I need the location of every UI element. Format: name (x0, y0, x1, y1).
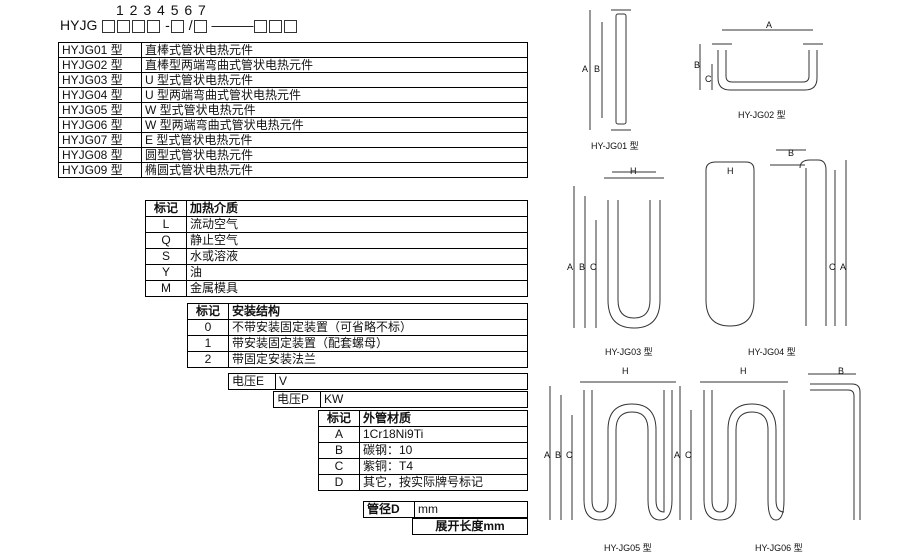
medium-header: 标记加热介质 (145, 200, 528, 217)
type-code: HYJG05 型 (58, 102, 142, 118)
figure-jg01-caption: HY-JG01 型 (591, 141, 639, 151)
figure-jg06-caption: HY-JG06 型 (755, 543, 803, 553)
code-box-8 (269, 19, 283, 33)
model-code-pattern: HYJG - / ——— (60, 17, 298, 33)
code-position-digits: 1 2 3 4 5 6 7 (116, 2, 207, 18)
jg03-dim-b: B (579, 262, 586, 272)
type-code: HYJG06 型 (58, 117, 142, 133)
jg02-dim-a: A (766, 20, 773, 30)
medium-header-mark: 标记 (145, 200, 187, 217)
code-box-2 (117, 19, 131, 33)
diameter-unit: mm (414, 501, 528, 518)
jg06-dim-a: A (674, 450, 681, 460)
jg02-dim-c: C (705, 74, 712, 84)
jg05-dim-a: A (544, 450, 551, 460)
jg04-dim-b: B (788, 148, 795, 158)
type-desc: 椭圆式管状电热元件 (141, 162, 528, 178)
figure-jg03-caption: HY-JG03 型 (605, 347, 653, 357)
code-box-3 (132, 19, 146, 33)
diameter-label: 管径D (363, 501, 415, 518)
jg05-dim-h: H (622, 366, 629, 376)
code-box-7 (254, 19, 268, 33)
figure-jg04-caption: HY-JG04 型 (748, 347, 796, 357)
diameter-row: 管径D mm (363, 501, 528, 518)
length-label: 展开长度mm (412, 518, 528, 535)
code-box-1 (102, 19, 116, 33)
length-row: 展开长度mm (412, 518, 528, 535)
jg03-dim-h: H (630, 166, 637, 176)
jg02-dim-b: B (694, 60, 701, 70)
type-code: HYJG03 型 (58, 72, 142, 88)
mount-desc: 带固定安装法兰 (228, 351, 528, 368)
code-separator-line: ——— (211, 17, 254, 33)
code-prefix: HYJG (60, 17, 98, 33)
type-code: HYJG01 型 (58, 42, 142, 58)
figure-jg04-drawing (705, 149, 847, 327)
code-box-6 (193, 19, 207, 33)
jg06-dim-b: B (838, 366, 845, 376)
voltage-row: 电压E V (228, 373, 528, 390)
medium-desc: 水或溶液 (186, 248, 528, 265)
code-box-5 (170, 19, 184, 33)
figure-jg05-drawing (549, 381, 676, 521)
material-header: 标记外管材质 (318, 410, 528, 427)
figure-jg06-drawing (679, 373, 861, 521)
jg06-dim-c: C (685, 450, 692, 460)
type-row: HYJG08 型圆型式管状电热元件 (58, 147, 528, 163)
type-desc: 圆型式管状电热元件 (141, 147, 528, 163)
figure-jg01-drawing (589, 9, 631, 131)
type-desc: U 型两端弯曲式管状电热元件 (141, 87, 528, 103)
jg01-dim-a: A (582, 64, 589, 74)
type-code: HYJG02 型 (58, 57, 142, 73)
jg04-dim-h: H (727, 166, 734, 176)
material-desc: 其它，按实际牌号标记 (359, 474, 528, 491)
type-desc: U 型式管状电热元件 (141, 72, 528, 88)
power-label: 电压P (273, 391, 321, 408)
code-box-9 (284, 19, 298, 33)
voltage-label: 电压E (228, 373, 276, 390)
jg05-dim-b: B (555, 450, 562, 460)
jg05-dim-c: C (566, 450, 573, 460)
type-code: HYJG09 型 (58, 162, 142, 178)
figure-jg05-caption: HY-JG05 型 (604, 543, 652, 553)
voltage-unit: V (275, 373, 528, 390)
code-separator-slash: / (188, 17, 193, 33)
jg06-dim-h: H (740, 366, 747, 376)
jg01-dim-b: B (594, 64, 601, 74)
figure-jg02-drawing (699, 29, 823, 91)
code-box-4 (147, 19, 161, 33)
medium-desc: 金属模具 (186, 280, 528, 297)
figure-jg03-drawing (573, 171, 664, 329)
jg03-dim-c: C (590, 262, 597, 272)
jg03-dim-a: A (567, 262, 574, 272)
jg04-dim-c: C (829, 262, 836, 272)
power-row: 电压P KW (273, 391, 528, 408)
type-row: HYJG09 型椭圆式管状电热元件 (58, 162, 528, 178)
figure-jg02-caption: HY-JG02 型 (738, 110, 786, 120)
power-unit: KW (320, 391, 528, 408)
jg04-dim-a: A (840, 262, 847, 272)
code-separator-dash: - (165, 17, 170, 33)
mount-mark: 2 (187, 351, 229, 368)
